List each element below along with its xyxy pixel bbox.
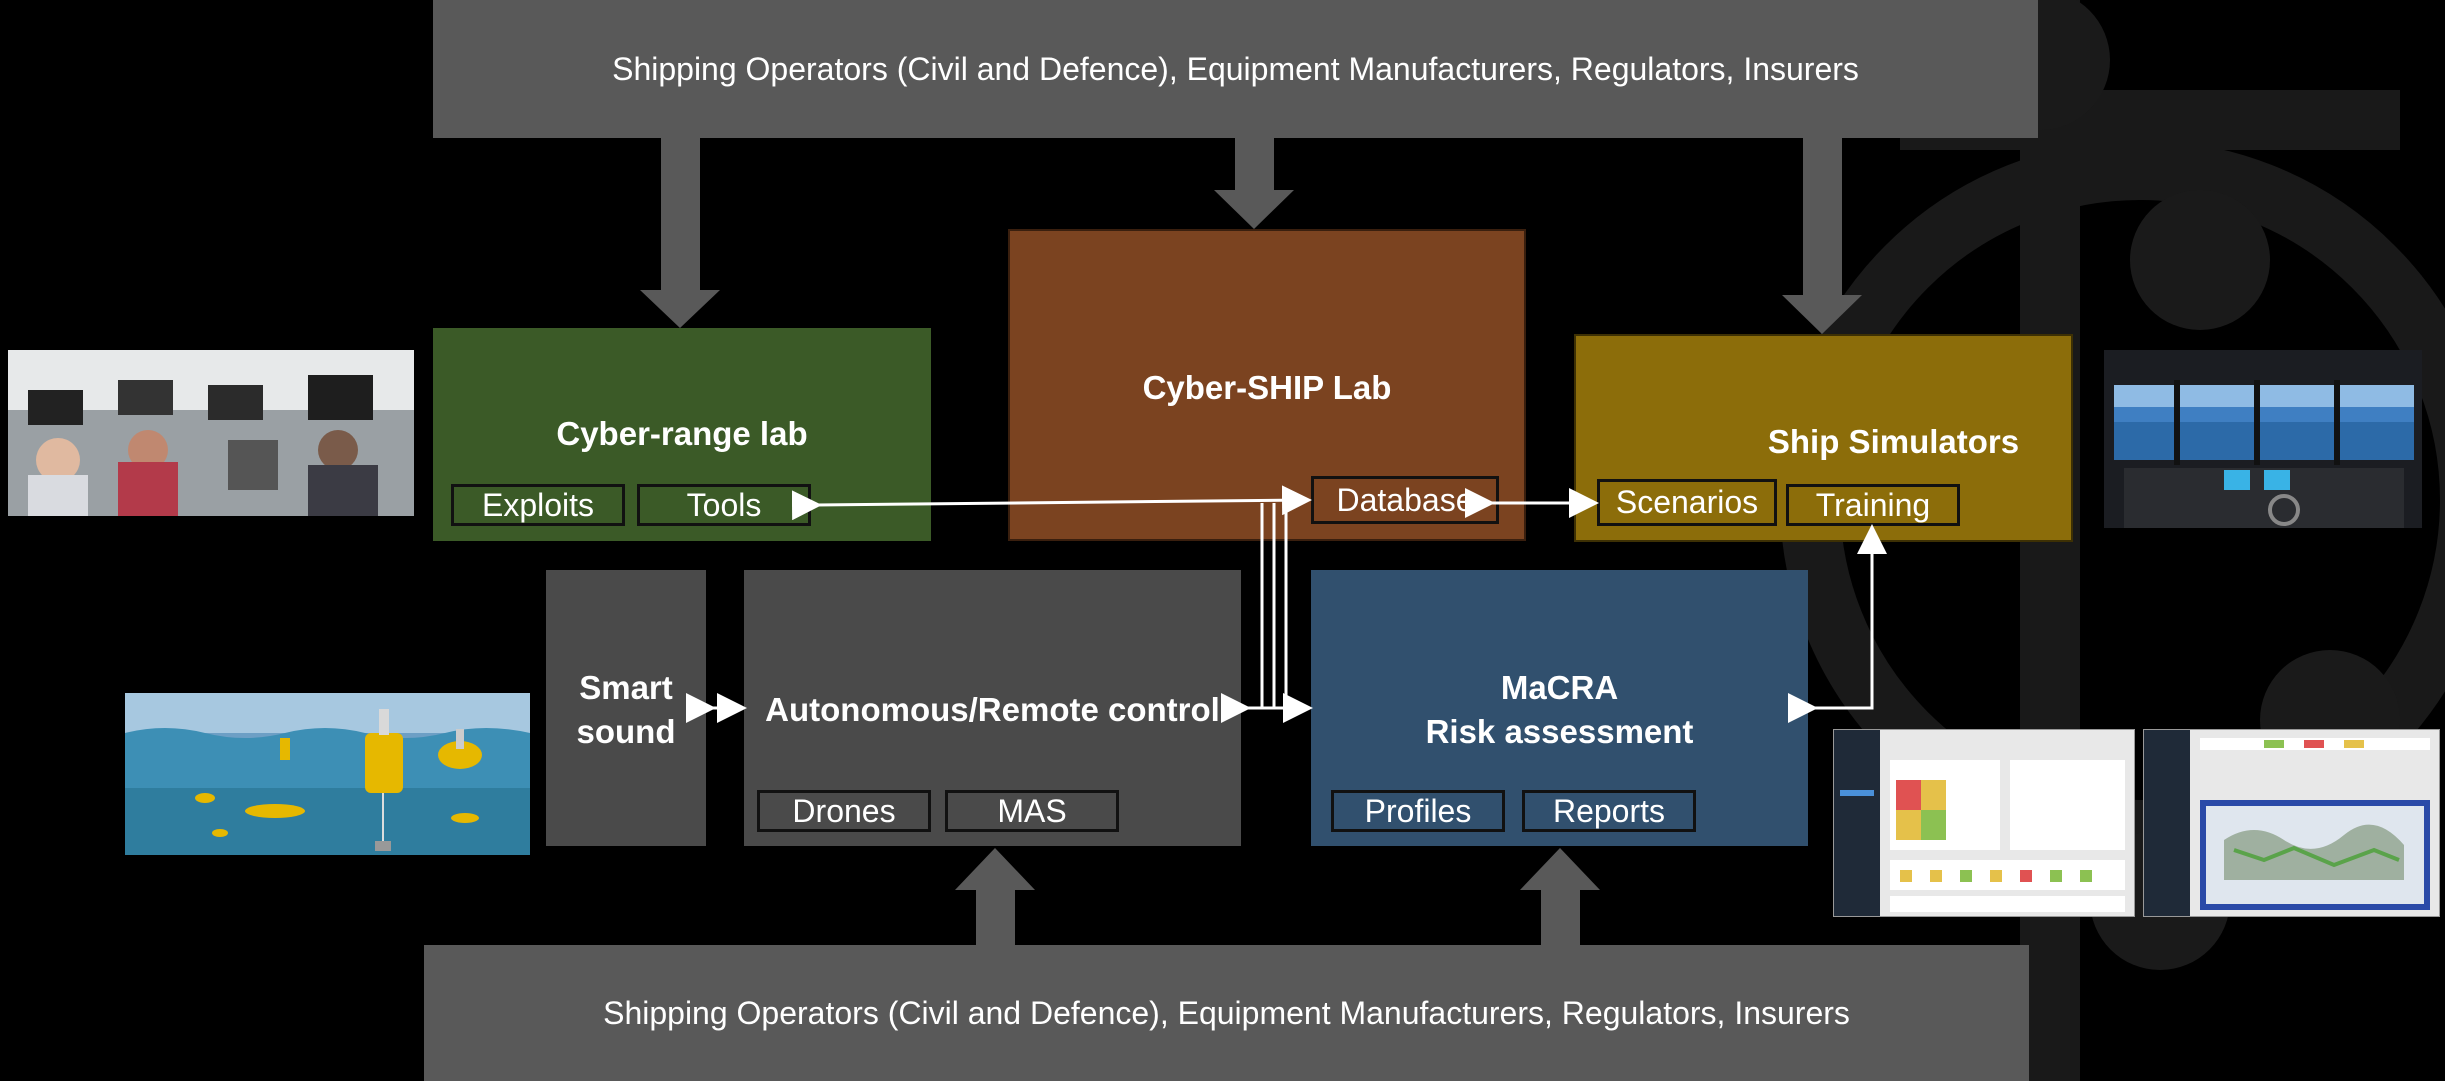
cyber-range-classroom-photo bbox=[8, 350, 414, 516]
macra-title-line1: MaCRA bbox=[1500, 669, 1619, 706]
profiles-box: Profiles bbox=[1331, 790, 1505, 832]
stakeholders-band-bottom: Shipping Operators (Civil and Defence), … bbox=[424, 945, 2029, 1081]
smart-sound-title-line2: sound bbox=[576, 713, 676, 750]
stakeholders-band-bottom-label: Shipping Operators (Civil and Defence), … bbox=[603, 994, 1850, 1031]
autonomous-remote-control-block: Autonomous/Remote control Drones MAS bbox=[744, 570, 1241, 846]
arrows-from-bottom-band bbox=[955, 848, 1600, 945]
arrow-bottom-to-macra bbox=[1520, 848, 1600, 945]
ship-bridge-simulator-photo bbox=[2104, 350, 2422, 528]
arrow-top-to-ship-simulators bbox=[1782, 138, 1862, 334]
database-box: Database bbox=[1311, 476, 1499, 524]
stakeholders-band-top-label: Shipping Operators (Civil and Defence), … bbox=[612, 50, 1859, 87]
exploits-box: Exploits bbox=[451, 484, 625, 526]
arrow-top-to-cyber-ship bbox=[1214, 138, 1294, 229]
arrow-top-to-cyber-range bbox=[640, 138, 720, 328]
stakeholders-band-top: Shipping Operators (Civil and Defence), … bbox=[433, 0, 2038, 138]
autonomous-remote-control-title: Autonomous/Remote control bbox=[765, 691, 1220, 728]
drones-box: Drones bbox=[757, 790, 931, 832]
link-macra-training bbox=[1788, 524, 1887, 723]
smart-sound-block: Smart sound bbox=[546, 570, 706, 846]
macra-title-line2: Risk assessment bbox=[1425, 713, 1694, 750]
cyber-range-lab-title: Cyber-range lab bbox=[556, 415, 808, 452]
arrows-from-top-band bbox=[640, 138, 1862, 334]
cyber-ship-lab-title: Cyber-SHIP Lab bbox=[1142, 369, 1392, 406]
macra-dashboard-screenshot bbox=[1833, 729, 2135, 917]
reports-box: Reports bbox=[1522, 790, 1696, 832]
scenarios-box: Scenarios bbox=[1597, 479, 1777, 526]
ship-simulators-block: Ship Simulators Scenarios Training bbox=[1574, 334, 2073, 542]
link-tools-database bbox=[791, 485, 1312, 521]
smart-sound-title-line1: Smart bbox=[579, 669, 673, 706]
mas-box: MAS bbox=[945, 790, 1119, 832]
ship-simulators-title: Ship Simulators bbox=[1767, 423, 2020, 460]
ocean-buoys-illustration bbox=[125, 693, 530, 855]
arrow-bottom-to-autonomous bbox=[955, 848, 1035, 945]
macra-block: MaCRA Risk assessment Profiles Reports bbox=[1311, 570, 1808, 846]
macra-map-screenshot bbox=[2143, 729, 2440, 917]
